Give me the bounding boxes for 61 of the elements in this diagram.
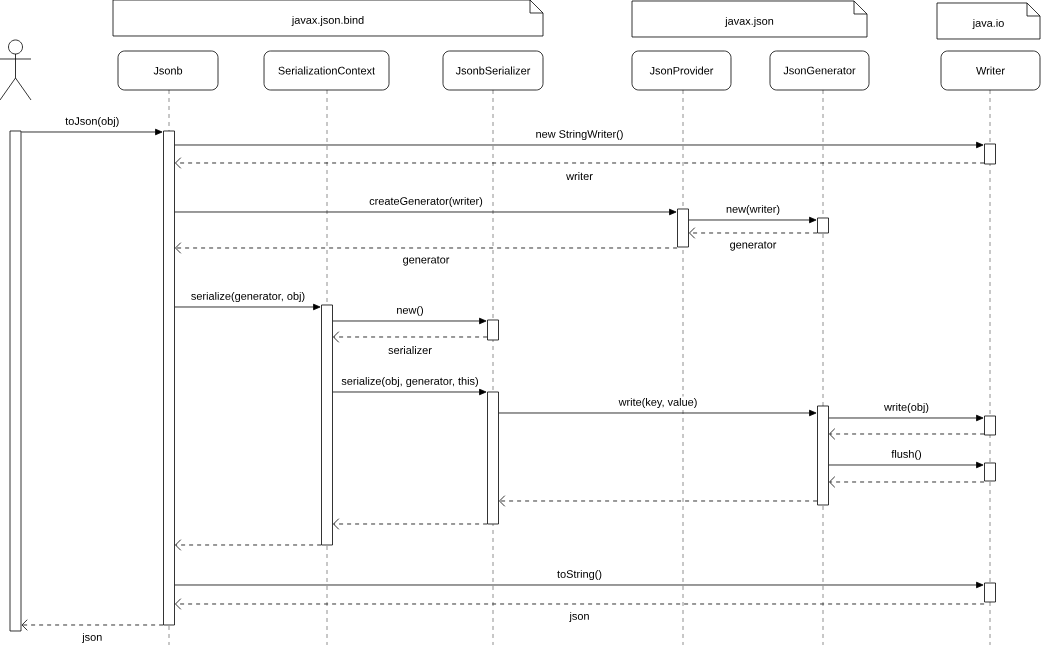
return-arrow <box>333 518 488 530</box>
message-arrow <box>21 128 163 136</box>
activation-bar <box>321 304 333 546</box>
edge-label: writer <box>564 170 595 182</box>
edge-label: toJson(obj) <box>63 115 121 129</box>
message-arrow <box>498 409 817 417</box>
edge-label: new StringWriter() <box>534 128 625 142</box>
activation-bar <box>487 319 499 341</box>
activation-bar <box>817 405 829 506</box>
message-arrow <box>332 388 487 396</box>
edge-label: write(key, value) <box>617 396 699 410</box>
edge-label: serialize(obj, generator, this) <box>340 375 480 389</box>
activation-bar <box>817 217 829 234</box>
return-arrow <box>21 619 164 631</box>
message-arrow <box>174 581 984 589</box>
edge-label: generator <box>401 255 451 267</box>
activation-bar <box>984 462 996 482</box>
message-arrow <box>174 303 321 311</box>
edge-label: generator <box>728 240 778 252</box>
message-arrow <box>332 317 487 325</box>
edge-label: json <box>80 631 104 645</box>
return-arrow <box>689 227 818 239</box>
participant-box: JsonProvider <box>631 50 732 91</box>
edge-label: write(obj) <box>882 401 931 415</box>
activation-bar <box>984 582 996 603</box>
message-arrow <box>174 208 677 216</box>
message-arrow <box>828 414 984 422</box>
edge-label: new() <box>395 304 425 318</box>
activation-bar <box>487 391 499 525</box>
edge-label: createGenerator(writer) <box>367 195 485 209</box>
return-arrow <box>175 539 322 551</box>
package-note: javax.json.bind <box>112 0 544 37</box>
participant-box: JsonbSerializer <box>442 50 544 91</box>
edge-label: toString() <box>555 568 604 582</box>
activation-bar <box>984 415 996 436</box>
package-note: javax.json <box>631 0 868 38</box>
edge-label: new(writer) <box>724 203 782 217</box>
activation-bar <box>9 130 22 632</box>
return-arrow <box>333 331 488 343</box>
edge-label: serialize(generator, obj) <box>189 290 307 304</box>
edge-label: flush() <box>890 448 924 462</box>
participant-box: SerializationContext <box>263 50 390 91</box>
message-arrow <box>828 461 984 469</box>
activation-bar <box>677 208 689 248</box>
participant-box: Jsonb <box>117 50 219 91</box>
return-arrow <box>829 428 985 440</box>
actor-figure <box>0 39 32 101</box>
activation-bar <box>984 143 996 165</box>
edge-label: serializer <box>386 344 434 356</box>
activation-bar <box>163 130 175 626</box>
package-note: java.io <box>936 2 1041 40</box>
return-arrow <box>499 495 818 507</box>
message-arrow <box>174 141 984 149</box>
return-arrow <box>175 242 678 254</box>
return-arrow <box>829 476 985 488</box>
return-arrow <box>175 598 985 610</box>
return-arrow <box>175 157 985 169</box>
participant-box: Writer <box>940 50 1041 91</box>
participant-box: JsonGenerator <box>769 50 870 91</box>
message-arrow <box>688 216 817 224</box>
edge-label: json <box>568 610 591 624</box>
